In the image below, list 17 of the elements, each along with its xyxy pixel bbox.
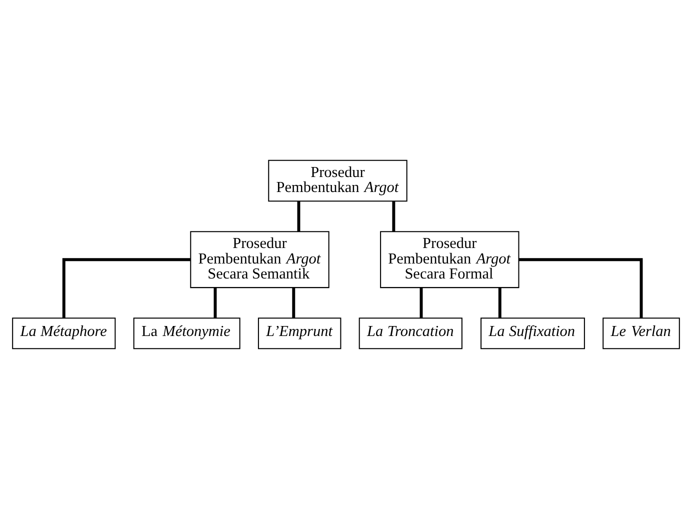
node-box: La Métonymie	[133, 317, 240, 349]
connector	[62, 258, 190, 318]
node-box: L’Emprunt	[258, 317, 342, 349]
connector	[392, 200, 396, 232]
connector	[214, 287, 217, 318]
connector	[518, 258, 643, 318]
connector	[420, 287, 423, 318]
node-box: Prosedur Pembentukan Argot Secara Semantik	[190, 230, 330, 288]
node-box: Prosedur Pembentukan Argot Secara Formal	[380, 230, 520, 288]
connector	[498, 287, 502, 318]
connector	[292, 287, 296, 318]
node-box: La Suffixation	[480, 317, 585, 349]
node-box: Prosedur Pembentukan Argot	[268, 159, 408, 202]
node-box: Le Verlan	[602, 317, 680, 349]
node-box: La Métaphore	[12, 317, 116, 349]
node-box: La Troncation	[358, 317, 462, 349]
connector	[297, 200, 300, 232]
